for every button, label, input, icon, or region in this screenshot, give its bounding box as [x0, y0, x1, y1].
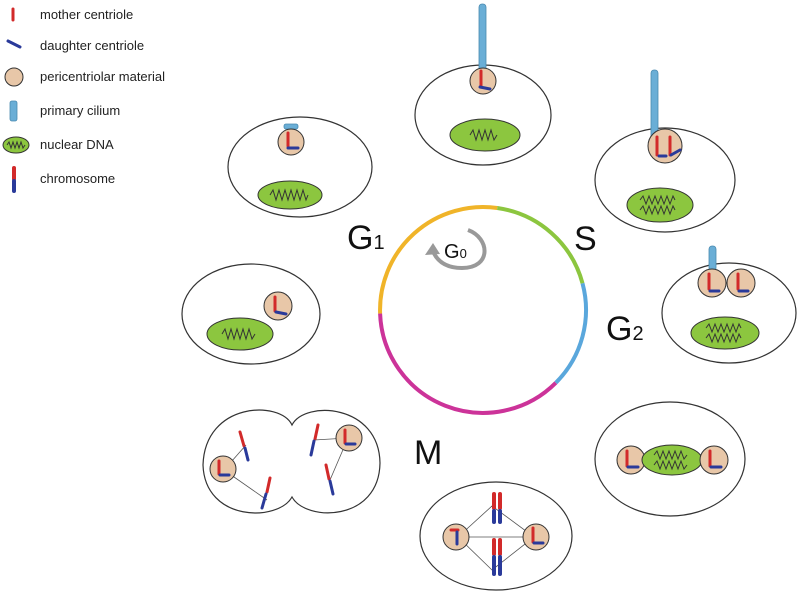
pericentriolar-material-icon	[616, 445, 646, 475]
pericentriolar-material-icon	[277, 128, 305, 156]
phase-label-g1: G1	[347, 219, 385, 257]
legend-label: chromosome	[40, 171, 115, 186]
cell-g0-ciliated	[414, 3, 552, 166]
daughter-centriole-icon	[669, 148, 682, 157]
legend-label: pericentriolar material	[40, 69, 165, 84]
legend-item-primary-cilium: primary cilium	[9, 100, 120, 122]
phase-label-g2: G2	[606, 310, 644, 348]
primary-cilium-icon	[650, 69, 659, 141]
primary-cilium-icon	[9, 100, 18, 122]
cell-cycle-ring	[378, 205, 588, 415]
pericentriolar-material-icon	[335, 424, 363, 452]
pericentriolar-material-icon	[647, 128, 683, 164]
pericentriolar-material-icon	[4, 67, 24, 87]
phase-label-s: S	[574, 220, 597, 258]
pericentriolar-material-icon	[263, 291, 293, 321]
legend-label: daughter centriole	[40, 38, 144, 53]
legend-label: nuclear DNA	[40, 137, 114, 152]
m-arc	[378, 313, 558, 415]
daughter-centriole-icon	[6, 39, 22, 49]
nucleus	[626, 187, 694, 223]
cell-g2-phase	[661, 245, 797, 364]
legend-item-nuclear-dna: nuclear DNA	[2, 136, 114, 154]
chromosome-icon	[309, 423, 320, 457]
nucleus	[257, 180, 323, 210]
legend-item-daughter-centriole: daughter centriole	[6, 38, 144, 53]
nuclear-dna-icon	[2, 136, 30, 154]
pericentriolar-material-icon	[699, 445, 729, 475]
cell-metaphase	[419, 481, 573, 591]
legend-label: primary cilium	[40, 103, 120, 118]
s-arc	[497, 206, 585, 284]
nucleus	[206, 317, 274, 351]
nucleus	[449, 118, 521, 152]
chromosome-icon	[260, 476, 272, 510]
nucleus	[690, 316, 760, 350]
pericentriolar-material-icon	[522, 523, 550, 551]
cell-g1-late	[181, 263, 321, 365]
pericentriolar-material-icon	[469, 67, 497, 95]
cell-telophase	[202, 409, 381, 514]
phase-label-g0: G0	[444, 241, 467, 263]
pericentriolar-material-icon	[697, 268, 727, 298]
legend-item-chromosome: chromosome	[12, 166, 115, 193]
pericentriolar-material-icon	[209, 455, 237, 483]
primary-cilium-icon	[708, 245, 717, 272]
chromosome-icon	[492, 492, 502, 524]
chromosome-icon	[324, 463, 335, 496]
daughter-centriole-icon	[274, 310, 288, 316]
pericentriolar-material-icon	[726, 268, 756, 298]
phase-label-m: M	[414, 434, 442, 472]
chromosome-icon	[492, 538, 502, 576]
g2-arc	[554, 282, 588, 385]
legend-item-pericentriolar-material: pericentriolar material	[4, 67, 165, 87]
cell-s-phase	[594, 69, 736, 233]
nucleus	[641, 444, 703, 476]
legend-label: mother centriole	[40, 7, 133, 22]
g0-arrow-icon	[425, 228, 487, 271]
g1-arc	[378, 205, 498, 314]
daughter-centriole-icon	[478, 85, 492, 91]
cell-g1-early	[227, 116, 373, 218]
legend: mother centriole daughter centriole peri…	[2, 7, 165, 193]
primary-cilium-icon	[283, 123, 299, 130]
cell-prophase	[594, 401, 746, 517]
legend-item-mother-centriole: mother centriole	[11, 7, 133, 22]
primary-cilium-icon	[478, 3, 487, 75]
chromosome-icon	[238, 430, 250, 462]
